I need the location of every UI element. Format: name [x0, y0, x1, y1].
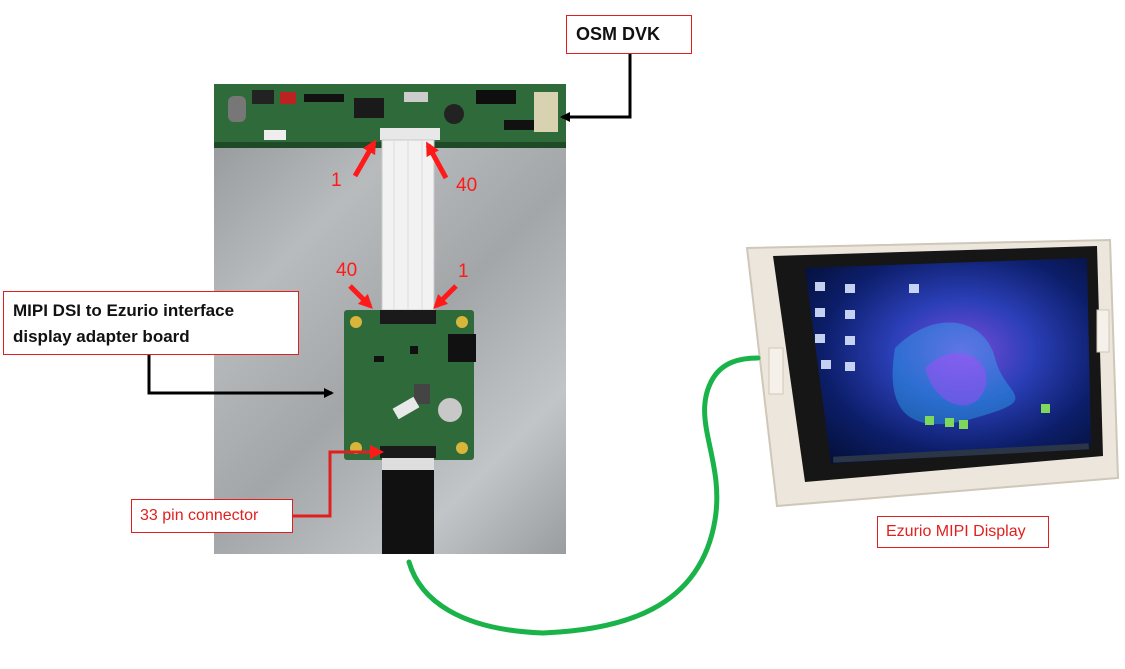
- osm-dvk-label: OSM DVK: [576, 24, 661, 44]
- pin-connector-label: 33 pin connector: [140, 507, 259, 524]
- pin-label-top-1: 1: [331, 170, 342, 191]
- mipi-adapter-label-line1: MIPI DSI to Ezurio interface: [13, 301, 235, 320]
- osm-dvk-callout: OSM DVK: [566, 15, 692, 54]
- ezurio-display-callout: Ezurio MIPI Display: [877, 516, 1049, 548]
- pin-label-adapter-1: 1: [458, 261, 469, 282]
- ezurio-display-device: [745, 238, 1120, 508]
- osm-dvk-pointer: [560, 54, 632, 122]
- adapter-board: [344, 310, 476, 460]
- mipi-adapter-callout: MIPI DSI to Ezurio interface display ada…: [3, 291, 299, 355]
- pin-label-adapter-40: 40: [336, 260, 358, 281]
- hardware-photo: [214, 84, 566, 554]
- pin-connector-callout: 33 pin connector: [131, 499, 293, 533]
- pin-label-top-40: 40: [456, 175, 478, 196]
- mipi-adapter-label-line2: display adapter board: [13, 327, 190, 346]
- ezurio-display-label: Ezurio MIPI Display: [886, 523, 1026, 540]
- osm-dvk-board: [214, 84, 566, 148]
